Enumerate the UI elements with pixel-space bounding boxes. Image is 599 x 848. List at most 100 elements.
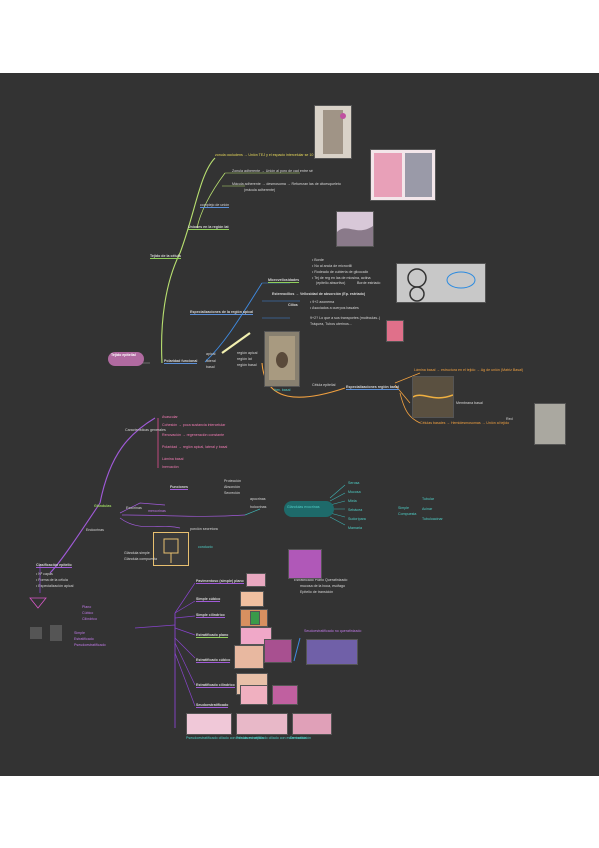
histology-thumb-12 (272, 685, 298, 705)
gland-list-2: Mixta (348, 499, 357, 503)
diagram-label-2: Glándula simple (124, 551, 150, 555)
class-item-2: Simple cilíndrico (196, 613, 225, 619)
microvilli-note-4: (epitelio absortivo) (316, 281, 346, 285)
micrograph-junction (314, 105, 352, 159)
class-item-0: Pavimentoso (simple) plano (196, 579, 244, 585)
class-extra-0: Estratificado Plano Queratinizado (294, 578, 348, 582)
junction-diagram-picture (370, 149, 436, 201)
histology-thumb-7 (234, 645, 264, 669)
class-extra-1: mucosa de la boca, esófago (300, 584, 345, 588)
feature-0: Avascular (162, 415, 178, 419)
class-item-10: De transición (290, 736, 311, 740)
stereocilia-label: Estereocilios → Vellosidad de absorción … (272, 292, 366, 296)
cell-label-lamina: lám. basal (274, 388, 291, 392)
function-2: Secreción (224, 491, 240, 495)
diagram-label-0: porción secretora (190, 527, 218, 531)
feature-5: Inervación (162, 465, 179, 469)
feature-2: Renovación → regeneración constante (162, 433, 225, 437)
histology-thumb-1 (246, 573, 266, 587)
gland-list-0: Serosa (348, 481, 360, 485)
histology-thumb-14 (236, 713, 288, 735)
cell-shape-icon-a (30, 627, 42, 639)
gland-shape-2: Tubuloacinar (422, 517, 443, 521)
cilia-note-0: • 9+2 axonema (310, 300, 335, 304)
epithelial-cell-picture (264, 331, 300, 387)
mind-map-board: Tejido de la célula Uniones en la región… (0, 73, 599, 776)
histology-thumb-2 (288, 549, 322, 579)
basal-membrane-label: Membrana basal (456, 401, 483, 405)
cilia-micrograph (396, 263, 486, 303)
polarity-apical: apical (206, 352, 216, 356)
basal-cells-label: Células basales → Hemidesmosomas → Unión… (420, 421, 510, 425)
top-item-0: zonula occludens → Unión TEJ y el espaci… (215, 153, 314, 157)
gland-notes-1: apocrinas (250, 497, 266, 501)
microvilli-label: Microvellosidades (268, 278, 300, 284)
functional-polarity-label: Polaridad funcional (164, 359, 198, 365)
cell-caption: Célula epitelial (312, 383, 336, 387)
definition-head: Características generales (125, 428, 166, 432)
top-item-2: Mácula adherente → desmosoma → Refuerzan… (232, 182, 341, 186)
hemidesmosome-picture (534, 403, 566, 445)
feature-3: Polaridad → región apical, lateral y bas… (162, 445, 228, 449)
class-item-4: Estratificado cúbico (196, 658, 231, 664)
polarity-lateral: lateral (206, 359, 216, 363)
microvilli-note-5: Borde estriado (357, 281, 381, 285)
top-item-1: Zonula adherente → Unión al poro de cad … (232, 169, 313, 173)
classification-rule-0: • Nº capas (36, 572, 53, 576)
tissue-label: Tejido epitelial (111, 353, 136, 357)
form-2: Cilíndrico (82, 617, 97, 621)
junctional-complex-label: complejo de unión (200, 203, 230, 209)
top-item-3: (mácula adherente) (244, 188, 276, 192)
cilia-note-2: 9+2? Lo que a sus transportes (moléculas… (310, 316, 381, 320)
cilia-note-1: • Asociados a cuerpos basales (310, 306, 359, 310)
diagram-label-1: conducto (198, 545, 213, 549)
layer-1: Estratificado (74, 637, 94, 641)
classification-head: Clasificación epitelio (36, 563, 72, 569)
histology-thumb-3 (240, 591, 264, 607)
cell-label-apical: región apical (237, 351, 258, 355)
class-item-9: Pseudoestratificado ciliado con estereoc… (236, 736, 307, 740)
cilia-note-3: Tráquea, Tubos uterinos... (310, 322, 352, 326)
gland-exocrine: Exocrinas (126, 506, 142, 510)
gland-endocrine: Endocrinas (86, 528, 104, 532)
classification-rule-1: • Forma de la célula (36, 578, 68, 582)
class-item-5: Estratificado cilíndrico (196, 683, 235, 689)
micrograph-tissue (336, 211, 374, 247)
feature-1: Cohesión → poca sustancia intercelular (162, 423, 226, 427)
feature-4: Lámina basal (162, 457, 184, 461)
exocrine-glands-oval (284, 501, 334, 517)
form-1: Cúbico (82, 611, 94, 615)
gland-list-3: Sebácea (348, 508, 363, 512)
cell-shape-icon-b (50, 625, 62, 641)
epithelium-cell-title: Tejido de la célula (150, 254, 181, 260)
gland-shape-4: Compuesta (398, 512, 417, 516)
microvilli-note-2: • Rodeado de cubierta de glicocalix (312, 270, 369, 274)
histology-thumb-13 (186, 713, 232, 735)
gland-diagram (153, 532, 189, 566)
basal-specializations-title: Especializaciones región basal (346, 385, 399, 391)
basal-lamina-picture (412, 376, 454, 418)
histology-thumb-15 (292, 713, 332, 735)
gland-shape-3: Simple (398, 506, 409, 510)
gland-list-1: Mucosa (348, 490, 361, 494)
class-item-7: Seudoestratificado no queratinizado (304, 629, 362, 633)
microvilli-note-0: • Borde (312, 258, 324, 262)
function-1: Absorción (224, 485, 240, 489)
histology-thumb-9 (306, 639, 358, 665)
class-item-6: Seudoestratificado (196, 703, 229, 709)
histology-thumb-5 (250, 611, 260, 625)
gland-shape-0: Tubular (422, 497, 435, 501)
layer-0: Simple (74, 631, 85, 635)
cilia-label: Cilios (288, 303, 298, 307)
gland-list-5: Mamaria (348, 526, 362, 530)
cell-label-basal: región basal (237, 363, 257, 367)
gland-list-4: Sudorípara (348, 517, 366, 521)
cilia-stain-picture (386, 320, 404, 342)
lateral-junctions-label: Uniones en la región lat (188, 225, 229, 231)
histology-thumb-11 (240, 685, 268, 705)
gland-notes-0: merocrinas (148, 509, 166, 513)
function-0: Protección (224, 479, 241, 483)
cell-label-lateral: región lat (237, 357, 252, 361)
form-0: Plano (82, 605, 92, 609)
class-transicional: Epitelio de transición (300, 590, 334, 594)
